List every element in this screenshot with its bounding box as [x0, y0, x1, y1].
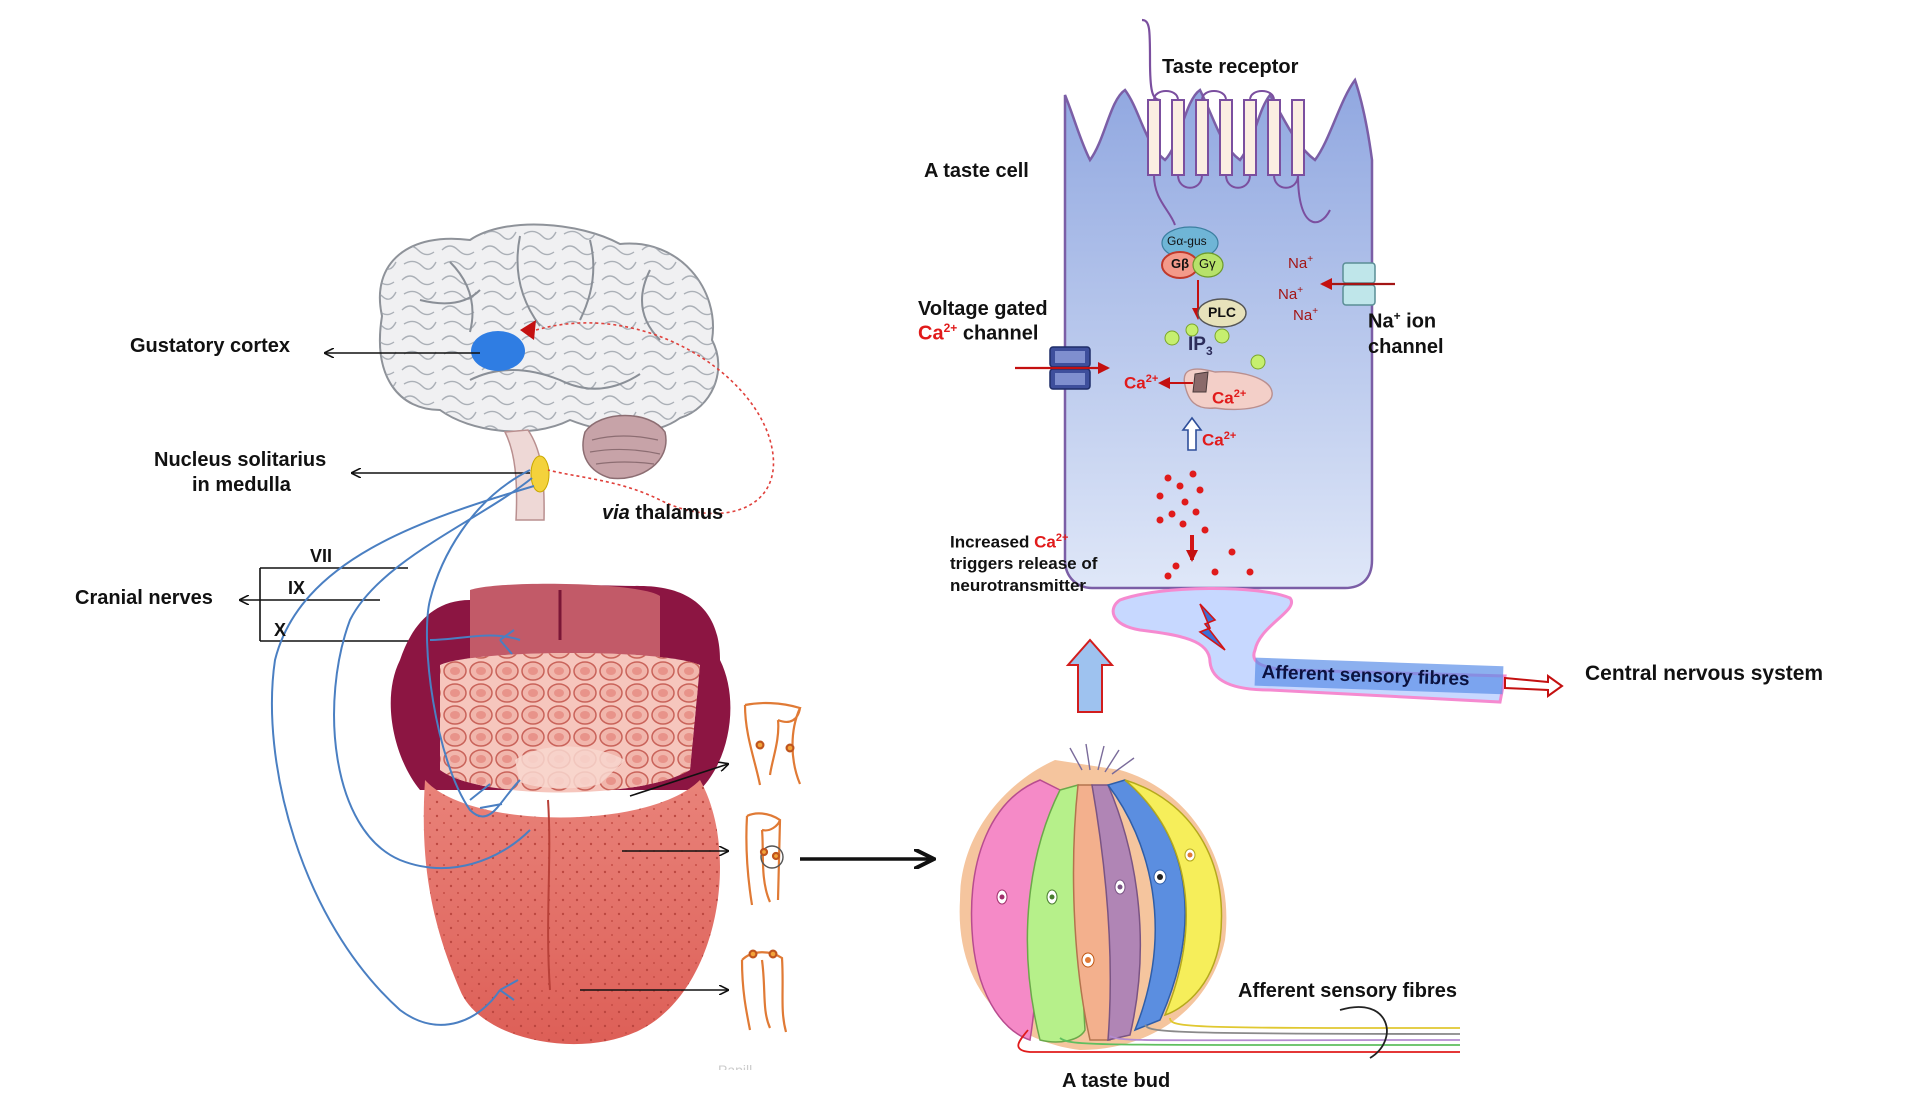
afferent-fibres-bud-label: Afferent sensory fibres: [1238, 980, 1457, 1002]
voltage-gated-label-line1: Voltage gated: [918, 298, 1048, 320]
g-alpha-label: Gα-gus: [1167, 234, 1207, 248]
ca-released-sup: 2+: [1145, 373, 1159, 385]
papilla-fungiform: [745, 812, 784, 906]
na-sup-2: +: [1297, 285, 1304, 296]
via-label: via: [602, 502, 630, 524]
increased-ca-line3: neurotransmitter: [950, 576, 1087, 595]
nucleus-solitarius-region: [530, 455, 550, 493]
via-thalamus-label: via thalamus: [602, 502, 723, 525]
increased-ca: Ca: [1034, 532, 1056, 552]
cranial-nerves-label: Cranial nerves: [75, 587, 213, 609]
gustatory-cortex-region: [471, 331, 525, 371]
na-text-2: Na: [1278, 286, 1298, 303]
ca-released-text: Ca: [1124, 373, 1146, 393]
taste-bud-fibres: [1017, 1006, 1461, 1059]
increased-ca-line1: Increased Ca2+: [950, 532, 1068, 552]
ca-store-text: Ca: [1212, 388, 1234, 408]
papilla-foliate: [743, 701, 802, 786]
na-channel-label-line3: channel: [1368, 336, 1444, 358]
increased-ca-line2: triggers release of: [950, 554, 1098, 573]
g-beta-label: Gβ: [1171, 256, 1190, 271]
nucleus-solitarius-label-line2: in medulla: [192, 474, 291, 496]
ip3-text: IP: [1188, 334, 1206, 355]
central-nervous-system-label: Central nervous system: [1585, 662, 1824, 685]
taste-bud: [959, 743, 1227, 1050]
ca-influx-label: Ca2+: [1202, 430, 1236, 450]
vg-channel: channel: [962, 322, 1039, 345]
increased-ca-sup: 2+: [1055, 532, 1069, 544]
nerve-x-label: X: [274, 620, 287, 640]
ca-influx-sup: 2+: [1223, 430, 1237, 442]
taste-cell: [1015, 18, 1395, 590]
ca-influx-text: Ca: [1202, 430, 1224, 450]
g-gamma-label: Gγ: [1199, 256, 1216, 271]
na-ion-2: Na+: [1278, 285, 1303, 303]
tongue: [390, 583, 731, 1045]
na-text-1: Na: [1288, 255, 1308, 272]
papillae-label-fragment: Papill: [718, 1062, 753, 1070]
na-channel-label-line1: Na+ ion: [1368, 309, 1437, 334]
na-sup-3: +: [1312, 306, 1319, 317]
na-channel-sup: +: [1393, 309, 1401, 323]
afferent-terminal: [1111, 587, 1564, 704]
na-ion-1: Na+: [1288, 254, 1313, 272]
cranial-nerve-bracket: [240, 567, 430, 642]
cranial-nerve-paths: [270, 469, 535, 1026]
ca-store-label: Ca2+: [1212, 388, 1246, 408]
papilla-circumvallate: [740, 949, 788, 1033]
plc-label: PLC: [1208, 304, 1236, 320]
ca-store-sup: 2+: [1233, 388, 1247, 400]
nucleus-solitarius-label-line1: Nucleus solitarius: [154, 449, 327, 471]
up-arrow: [1065, 638, 1115, 713]
ip3-label: IP3: [1188, 334, 1213, 359]
na-channel-na: Na: [1368, 310, 1394, 333]
increased-text: Increased: [950, 532, 1035, 552]
na-text-3: Na: [1293, 307, 1313, 324]
na-ion-3: Na+: [1293, 306, 1318, 324]
voltage-gated-label-line2: Ca2+ channel: [918, 321, 1039, 346]
taste-receptor-label: Taste receptor: [1162, 56, 1299, 78]
na-sup-1: +: [1307, 254, 1314, 265]
vg-ca: Ca: [918, 322, 944, 345]
brain: [378, 223, 775, 521]
vg-ca-sup: 2+: [943, 321, 958, 335]
nerve-ix-label: IX: [288, 578, 306, 598]
ip3-subscript: 3: [1205, 343, 1213, 358]
gustatory-cortex-label: Gustatory cortex: [130, 335, 291, 357]
nerve-vii-label: VII: [310, 546, 333, 566]
thalamus-label: thalamus: [629, 502, 724, 524]
na-channel-ion: ion: [1406, 310, 1437, 333]
taste-cell-label: A taste cell: [924, 160, 1029, 182]
taste-bud-label: A taste bud: [1062, 1070, 1171, 1092]
ca-released-label: Ca2+: [1124, 373, 1158, 393]
